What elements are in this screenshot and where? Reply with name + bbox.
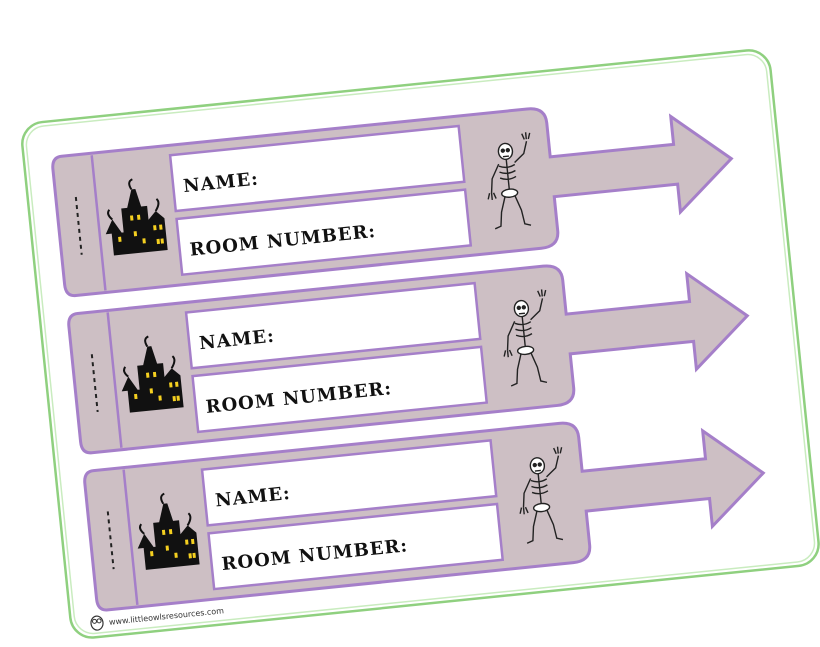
worksheet-sheet: NAME: ROOM NUMBER: NAME: ROOM NUMBER: NA… <box>21 49 820 639</box>
label-card: NAME: ROOM NUMBER: <box>66 244 756 456</box>
owl-logo-icon <box>90 615 104 631</box>
label-card: NAME: ROOM NUMBER: <box>82 401 772 613</box>
label-card: NAME: ROOM NUMBER: <box>50 87 740 299</box>
